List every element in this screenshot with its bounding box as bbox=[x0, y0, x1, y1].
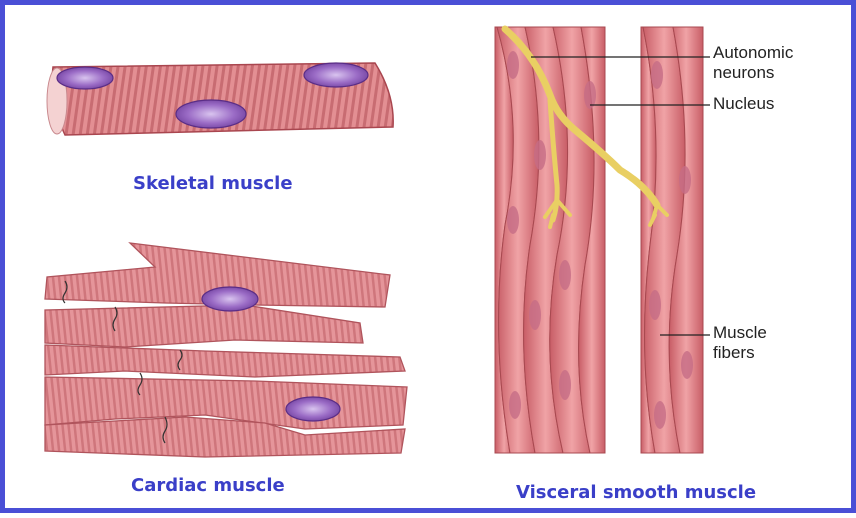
callout-lines bbox=[531, 56, 710, 336]
nucleus-shape bbox=[56, 66, 114, 90]
autonomic-neurons-label: Autonomic neurons bbox=[713, 43, 793, 83]
smooth-muscle-fibers-right bbox=[640, 26, 704, 454]
cardiac-muscle-fibers bbox=[44, 242, 408, 458]
muscle-types-illustration bbox=[44, 25, 710, 458]
skeletal-muscle-caption: Skeletal muscle bbox=[133, 173, 293, 194]
muscle-fibers-label-line2: fibers bbox=[713, 343, 755, 362]
autonomic-neuron bbox=[501, 25, 669, 229]
cardiac-muscle-caption: Cardiac muscle bbox=[131, 475, 285, 496]
nucleus-shape bbox=[285, 396, 341, 422]
visceral-smooth-muscle-caption: Visceral smooth muscle bbox=[516, 482, 757, 503]
nucleus-shape bbox=[303, 62, 369, 88]
nucleus-label: Nucleus bbox=[713, 94, 775, 113]
muscle-fibers-label-line1: Muscle bbox=[713, 323, 767, 342]
autonomic-label-line1: Autonomic bbox=[713, 43, 794, 62]
autonomic-label-line2: neurons bbox=[713, 63, 775, 82]
nucleus-shape bbox=[175, 99, 247, 129]
muscle-fibers-label: Muscle fibers bbox=[713, 323, 767, 363]
nucleus-shape bbox=[201, 286, 259, 312]
skeletal-muscle-fiber bbox=[46, 62, 394, 136]
